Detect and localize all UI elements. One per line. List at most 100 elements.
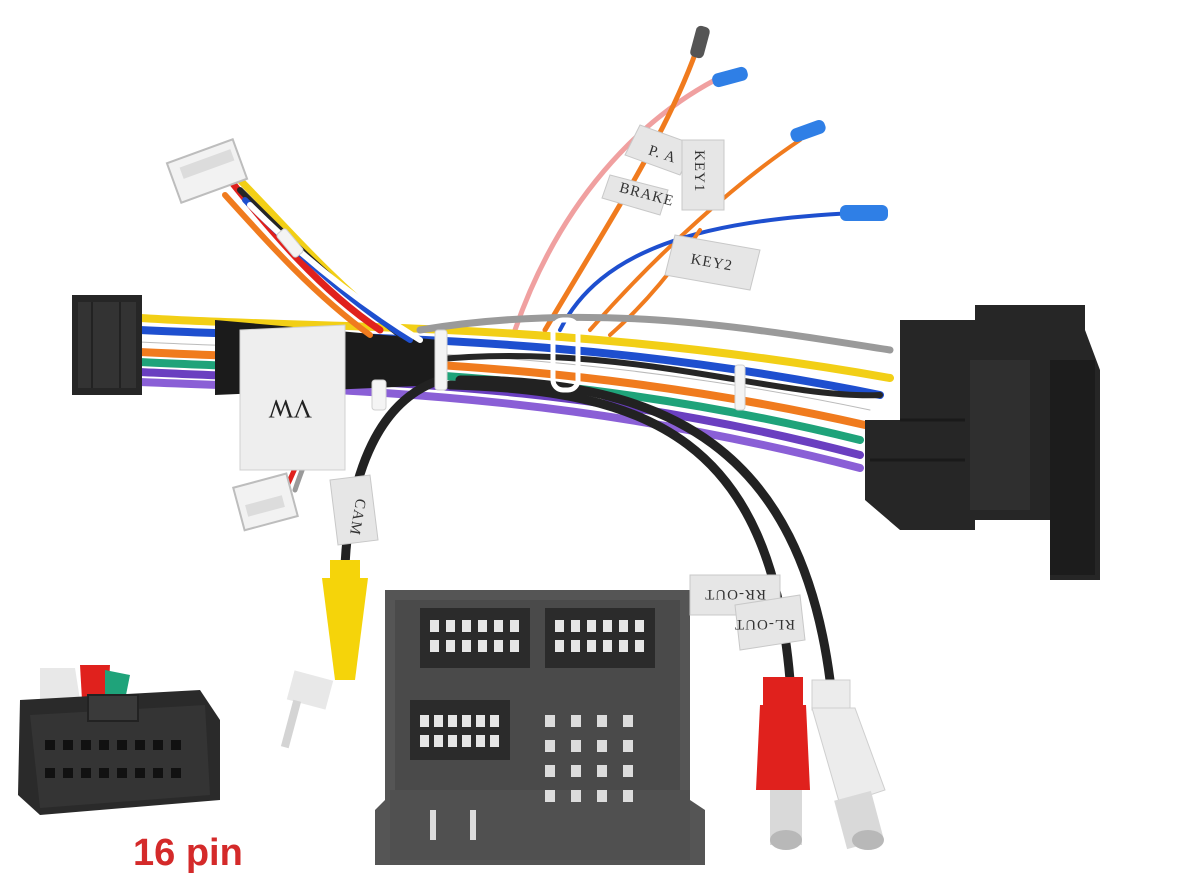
pin-hole	[153, 768, 163, 778]
pin-hole	[623, 765, 633, 777]
pin-hole	[494, 620, 503, 632]
pin-hole	[171, 768, 181, 778]
pin-hole	[635, 640, 644, 652]
pin-hole	[510, 620, 519, 632]
pin-hole	[420, 735, 429, 747]
pin-hole	[571, 715, 581, 727]
pin-hole	[434, 735, 443, 747]
harness-connector-16pin	[72, 295, 142, 395]
wire-orange-key1	[588, 138, 802, 332]
label-tag-key1: KEY1	[681, 139, 725, 211]
pin-hole	[462, 640, 471, 652]
pin-hole	[587, 620, 596, 632]
pin-hole	[462, 715, 471, 727]
pin-hole	[171, 740, 181, 750]
wire-end-caps	[690, 25, 888, 221]
branch-wires	[512, 37, 857, 337]
pin-hole	[448, 735, 457, 747]
pin-hole	[81, 768, 91, 778]
pin-hole	[545, 715, 555, 727]
pin-hole	[545, 790, 555, 802]
pin-hole	[434, 715, 443, 727]
pin-hole	[117, 768, 127, 778]
pin-hole	[587, 640, 596, 652]
pin-hole	[623, 740, 633, 752]
cap-blue-icon	[840, 205, 888, 221]
pin-count-caption: 16 pin	[133, 832, 243, 874]
label-tag-cam: CAM	[329, 474, 379, 546]
pin-hole	[635, 620, 644, 632]
tag-text-key1: KEY1	[691, 150, 707, 192]
pin-hole	[555, 640, 564, 652]
rca-jack-white	[811, 679, 886, 850]
cable-black-rear-out	[455, 375, 835, 685]
pin-hole	[490, 715, 499, 727]
pin-hole	[494, 640, 503, 652]
quadlock-connector	[375, 590, 705, 865]
pin-hole	[623, 715, 633, 727]
pin-hole	[571, 790, 581, 802]
pin-hole	[45, 740, 55, 750]
pin-hole	[81, 740, 91, 750]
pin-hole	[470, 810, 476, 840]
cap-grey-icon	[690, 25, 710, 59]
cap-blue-icon	[712, 66, 748, 88]
pin-hole	[571, 620, 580, 632]
pin-hole	[545, 740, 555, 752]
pin-hole	[476, 715, 485, 727]
pin-hole	[99, 740, 109, 750]
pin-hole	[597, 765, 607, 777]
pin-hole	[571, 765, 581, 777]
pin-hole	[430, 640, 439, 652]
rca-jack-red	[756, 677, 810, 850]
pin-hole	[153, 740, 163, 750]
wire-blue-key2	[558, 211, 857, 332]
pin-hole	[99, 768, 109, 778]
pin-hole	[446, 640, 455, 652]
label-tag-brake: BRAKE	[601, 174, 676, 216]
pin-hole	[476, 735, 485, 747]
pin-hole	[545, 765, 555, 777]
pin-hole	[571, 740, 581, 752]
tag-text-rl-out: RL-OUT	[734, 616, 795, 632]
car-connector-right	[865, 305, 1100, 580]
pin-hole	[462, 735, 471, 747]
pin-hole	[420, 715, 429, 727]
pin-hole	[597, 740, 607, 752]
pin-hole	[446, 620, 455, 632]
cable-ties	[276, 228, 746, 411]
tag-text-vw: VW	[268, 394, 312, 423]
tag-text-rr-out: RR-OUT	[704, 586, 766, 602]
label-tag-key2: KEY2	[664, 234, 761, 291]
pin-hole	[619, 620, 628, 632]
tag-text-key2: KEY2	[689, 251, 733, 274]
pin-hole	[478, 620, 487, 632]
pin-hole	[571, 640, 580, 652]
pin-hole	[462, 620, 471, 632]
pin-hole	[63, 768, 73, 778]
label-tag-pa: P. A	[624, 124, 696, 176]
pin-hole	[603, 640, 612, 652]
label-tag-rl-out: RL-OUT	[734, 594, 806, 651]
pin-hole	[117, 740, 127, 750]
pin-hole	[45, 768, 55, 778]
pin-hole	[63, 740, 73, 750]
pin-hole	[555, 620, 564, 632]
pin-hole	[135, 740, 145, 750]
pin-hole	[490, 735, 499, 747]
label-tag-vw: VW	[239, 324, 346, 471]
pin-hole	[430, 620, 439, 632]
pin-hole	[623, 790, 633, 802]
pin-hole	[510, 640, 519, 652]
white-connector-small	[232, 472, 299, 532]
pin-hole	[597, 715, 607, 727]
pin-hole	[135, 768, 145, 778]
pin-hole	[478, 640, 487, 652]
inset-16pin-connector	[18, 665, 220, 815]
tag-text-cam: CAM	[346, 497, 368, 536]
cap-blue-icon	[790, 119, 826, 143]
quadlock-pins	[420, 620, 644, 840]
wire-orange-brake	[542, 37, 703, 333]
